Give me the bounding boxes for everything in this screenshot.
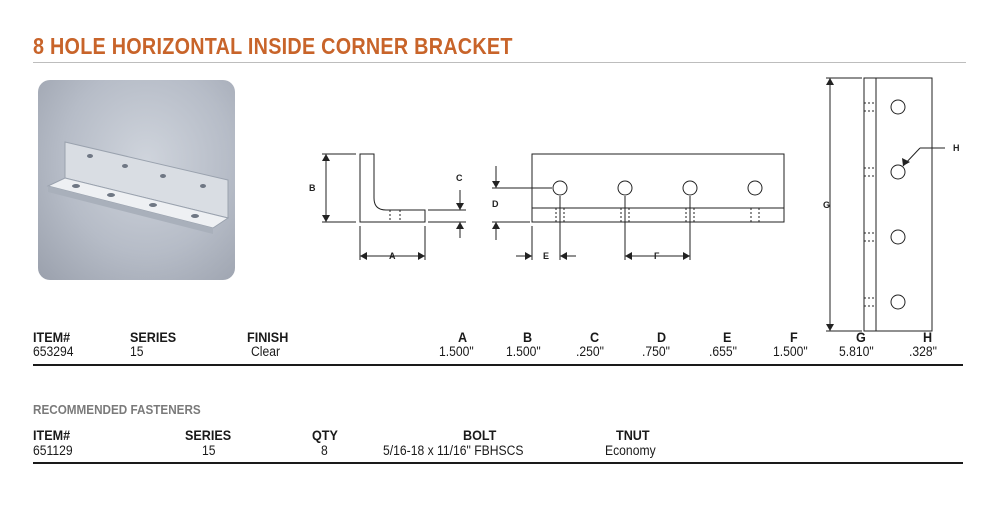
cell-g: 5.810" xyxy=(839,344,874,359)
fastener-cell-item: 651129 xyxy=(33,443,73,458)
dim-label-a: A xyxy=(389,251,396,261)
dim-label-c: C xyxy=(456,173,463,183)
fastener-cell-bolt: 5/16-18 x 11/16" FBHSCS xyxy=(383,443,524,458)
fastener-header-series: SERIES xyxy=(185,427,232,443)
fasteners-table-rule xyxy=(33,462,963,464)
cell-series: 15 xyxy=(130,344,144,359)
header-b: B xyxy=(523,329,533,345)
cell-c: .250" xyxy=(576,344,604,359)
header-f: F xyxy=(790,329,798,345)
fastener-cell-qty: 8 xyxy=(321,443,328,458)
fasteners-section-title: RECOMMENDED FASTENERS xyxy=(33,402,201,417)
spec-table-rule xyxy=(33,364,963,366)
page-title: 8 HOLE HORIZONTAL INSIDE CORNER BRACKET xyxy=(33,33,513,59)
header-c: C xyxy=(590,329,600,345)
bracket-photo-illustration xyxy=(46,141,230,234)
header-h: H xyxy=(923,329,933,345)
dim-label-g: G xyxy=(823,200,830,210)
dim-label-f: F xyxy=(654,251,660,261)
dim-label-h: H xyxy=(953,143,960,153)
dim-label-e: E xyxy=(543,251,549,261)
dim-label-b: B xyxy=(309,183,316,193)
cell-b: 1.500" xyxy=(506,344,541,359)
cell-h: .328" xyxy=(909,344,937,359)
header-item: ITEM# xyxy=(33,329,71,345)
cell-item: 653294 xyxy=(33,344,74,359)
header-e: E xyxy=(723,329,732,345)
cell-d: .750" xyxy=(642,344,670,359)
header-d: D xyxy=(657,329,667,345)
product-photo xyxy=(38,80,235,280)
cell-a: 1.500" xyxy=(439,344,474,359)
title-divider xyxy=(33,62,966,63)
fastener-header-bolt: BOLT xyxy=(463,427,497,443)
fastener-header-tnut: TNUT xyxy=(616,427,650,443)
cell-finish: Clear xyxy=(251,344,281,359)
fastener-header-qty: QTY xyxy=(312,427,338,443)
cell-e: .655" xyxy=(709,344,737,359)
fastener-header-item: ITEM# xyxy=(33,427,71,443)
dim-label-d: D xyxy=(492,199,499,209)
header-finish: FINISH xyxy=(247,329,289,345)
fastener-cell-tnut: Economy xyxy=(605,443,656,458)
cell-f: 1.500" xyxy=(773,344,808,359)
header-a: A xyxy=(458,329,468,345)
header-series: SERIES xyxy=(130,329,177,345)
header-g: G xyxy=(856,329,866,345)
fastener-cell-series: 15 xyxy=(202,443,216,458)
